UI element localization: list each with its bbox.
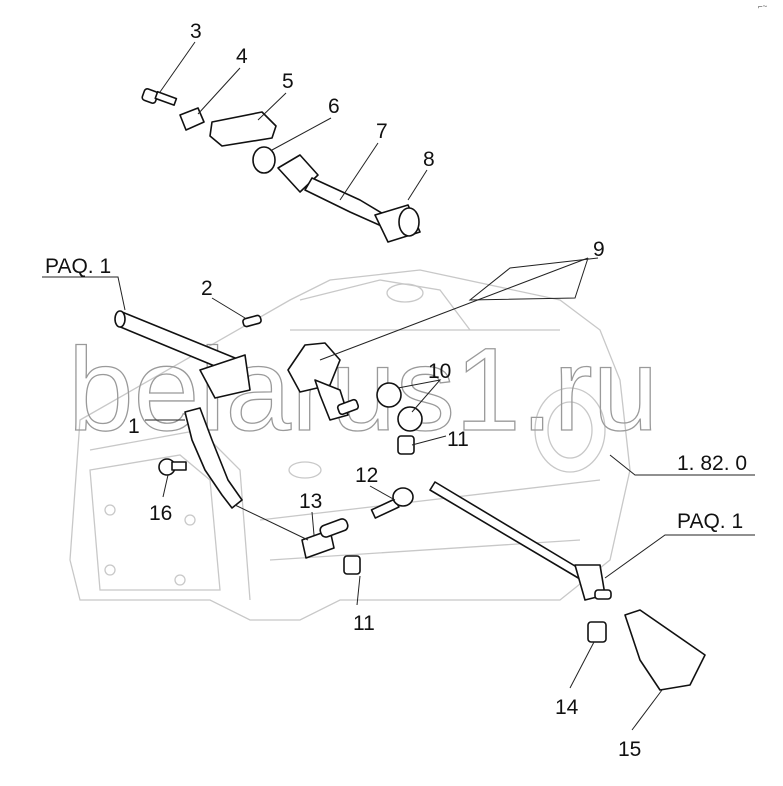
part-3-bolt: [141, 88, 178, 106]
part-1-fork: [184, 407, 243, 509]
callout-3: 3: [190, 20, 202, 43]
callout-6: 6: [328, 95, 340, 118]
callout-paq-left: PAQ. 1: [45, 255, 111, 278]
callout-8: 8: [423, 148, 435, 171]
part-9-lever: [287, 342, 360, 421]
callout-2: 2: [201, 277, 213, 300]
callout-paq-right: PAQ. 1: [677, 510, 743, 533]
callout-16: 16: [149, 502, 172, 525]
part-7-shaft: [277, 154, 391, 229]
gearbox-housing: [69, 269, 631, 621]
part-11-clip-lower: [343, 555, 361, 575]
callout-11-upper: 11: [447, 428, 469, 451]
callout-15: 15: [618, 738, 641, 761]
callout-13: 13: [299, 490, 322, 513]
part-13-coupling: [301, 518, 349, 559]
callout-11-lower: 11: [353, 612, 375, 635]
callout-1: 1: [128, 415, 140, 438]
paq-right-shaft: [429, 481, 612, 601]
part-15-plate: [624, 609, 706, 691]
callout-7: 7: [376, 120, 388, 143]
callout-1-82-0: 1. 82. 0: [677, 452, 747, 475]
corner-mark: ⌐~: [758, 2, 768, 11]
callout-5: 5: [282, 70, 294, 93]
part-8-bushing: [374, 204, 421, 243]
part-14-clip: [587, 621, 607, 643]
leader-lines: [42, 41, 755, 731]
part-12-eye-bolt: [370, 487, 414, 519]
part-16-bolt: [158, 458, 187, 476]
part-11-clip-upper: [397, 435, 415, 455]
part-10-gears: [376, 382, 423, 432]
callout-4: 4: [236, 45, 248, 68]
callout-10: 10: [428, 360, 451, 383]
part-2-pin: [242, 314, 262, 328]
callout-9: 9: [593, 238, 605, 261]
paq-left-shaft: [114, 310, 251, 399]
part-6-o-ring: [252, 146, 276, 174]
part-5-plate: [209, 111, 277, 147]
callout-12: 12: [355, 464, 378, 487]
callout-14: 14: [555, 696, 579, 719]
